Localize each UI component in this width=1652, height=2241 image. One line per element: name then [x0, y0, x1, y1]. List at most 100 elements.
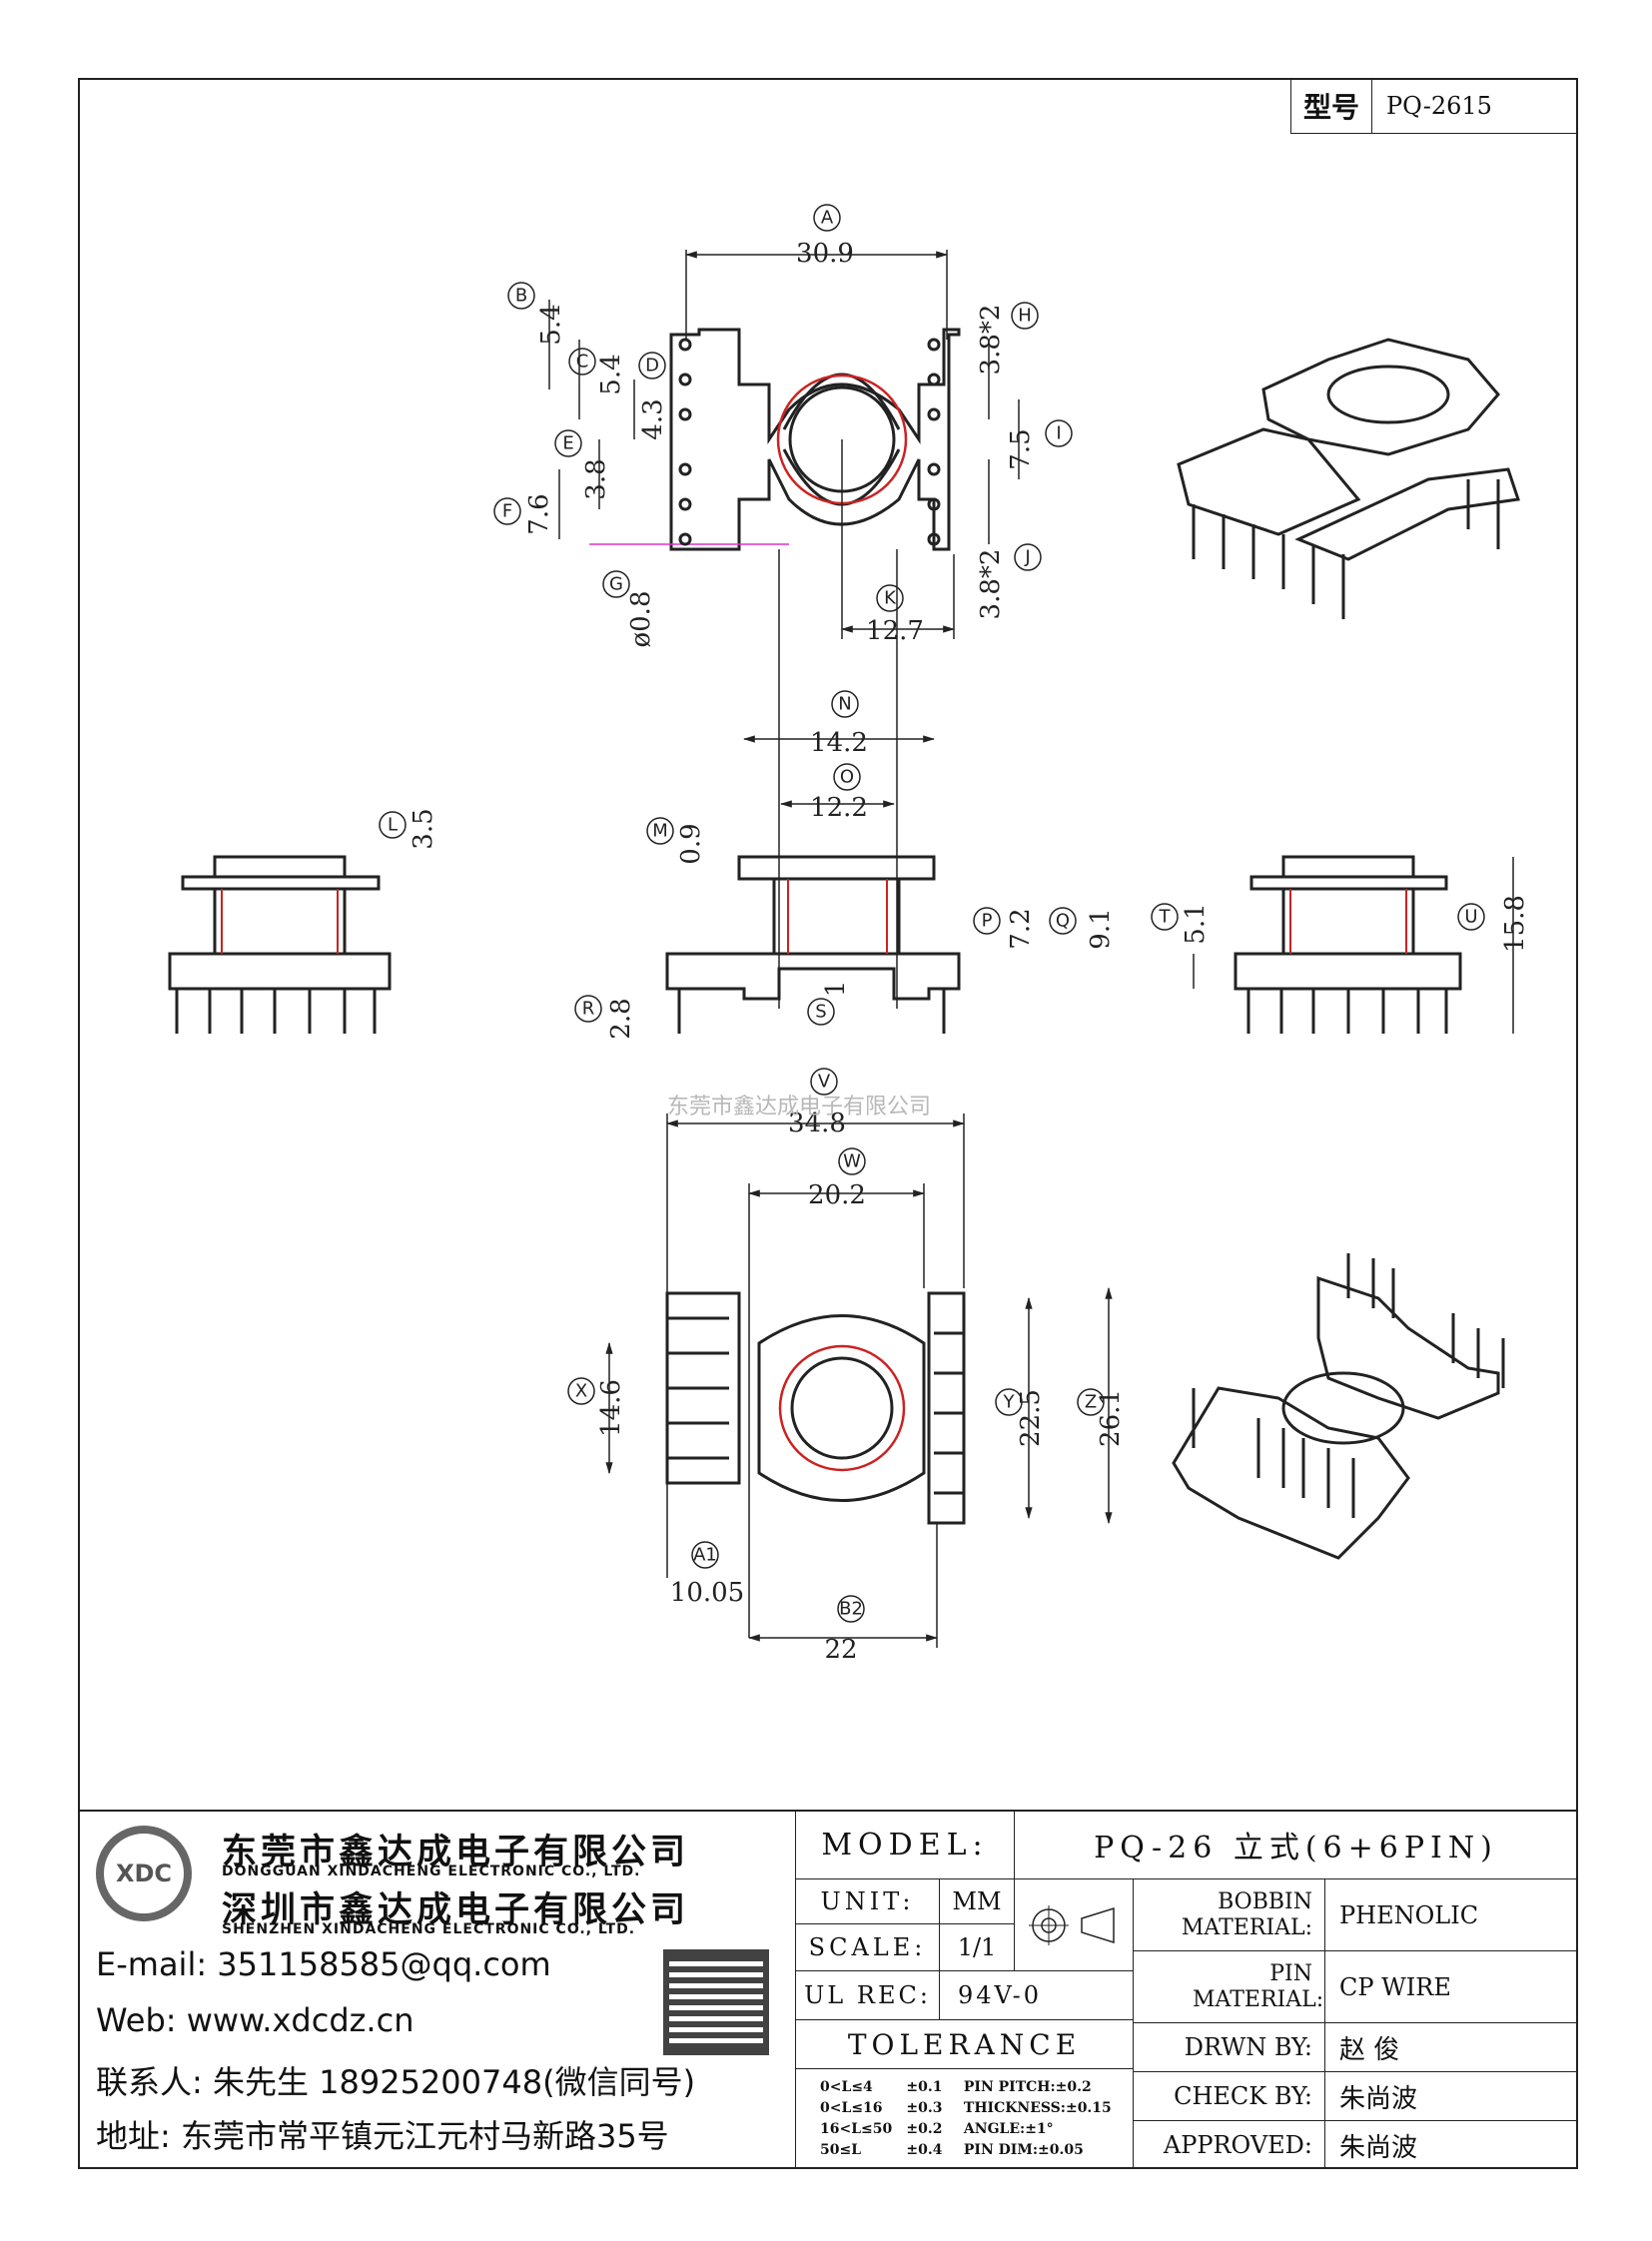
- svg-text:F: F: [502, 501, 512, 522]
- tolerance-range: 0<L≤16: [820, 2100, 883, 2116]
- svg-text:K: K: [884, 588, 897, 609]
- model-label-cell: MODEL:: [795, 1810, 1015, 1879]
- svg-text:S: S: [815, 1002, 826, 1023]
- company-name-cn-1: 东莞市鑫达成电子有限公司: [222, 1833, 690, 1872]
- dimension-value-j: 3.8*2: [976, 549, 1006, 620]
- model-box-value-text: PQ-2615: [1386, 91, 1492, 120]
- dimension-value-s: 1: [821, 981, 851, 998]
- dimension-value-w: 20.2: [808, 1180, 866, 1210]
- drawn-by-value-cell: 赵 俊: [1324, 2022, 1578, 2072]
- model-value: PQ-26 立式(6+6PIN): [1094, 1831, 1498, 1866]
- dimension-value-b2: 22: [824, 1635, 857, 1665]
- tolerance-row: 50≤L ±0.4 PIN DIM:±0.05: [820, 2140, 1127, 2161]
- dimension-value-e: 3.8: [581, 458, 611, 499]
- svg-text:O: O: [840, 767, 854, 788]
- scale-label-cell: SCALE:: [795, 1923, 940, 1971]
- model-box-value: PQ-2615: [1371, 78, 1578, 134]
- svg-text:D: D: [645, 356, 659, 376]
- dimension-value-x: 14.6: [596, 1379, 626, 1437]
- dimension-value-k: 12.7: [866, 616, 924, 646]
- approved-value-cell: 朱尚波: [1324, 2120, 1578, 2169]
- company-address: 地址: 东莞市常平镇元江元村马新路35号: [96, 2117, 669, 2155]
- dimension-value-v: 34.8: [788, 1109, 846, 1138]
- approved-label-cell: APPROVED:: [1133, 2120, 1325, 2169]
- svg-text:E: E: [562, 433, 573, 454]
- top-view-pins: [678, 338, 941, 546]
- company-email: E-mail: 351158585@qq.com: [96, 1945, 551, 1983]
- company-name-cn-2: 深圳市鑫达成电子有限公司: [222, 1890, 690, 1930]
- bobbin-material-value: PHENOLIC: [1339, 1900, 1479, 1929]
- dimension-value-c: 5.4: [596, 354, 626, 394]
- front-view: [665, 549, 961, 1034]
- dimension-value-i: 7.5: [1006, 428, 1036, 469]
- dimension-value-b: 5.4: [536, 304, 566, 345]
- tolerance-tol: ±0.4: [906, 2142, 943, 2158]
- top-view-outline: [669, 328, 961, 551]
- pin-material-label-cell: PIN MATERIAL:: [1133, 1950, 1325, 2023]
- dimension-value-n: 14.2: [810, 728, 868, 758]
- tolerance-spec: PIN DIM:±0.05: [963, 2142, 1084, 2158]
- dimension-value-h: 3.8*2: [976, 305, 1006, 375]
- svg-text:C: C: [576, 352, 589, 373]
- bobbin-material-label-cell: BOBBIN MATERIAL:: [1133, 1878, 1325, 1951]
- tolerance-label-cell: TOLERANCE: [795, 2019, 1134, 2069]
- iso-view-1: [1177, 338, 1520, 619]
- svg-text:Z: Z: [1085, 1392, 1097, 1413]
- ulrec-label: UL REC:: [804, 1981, 931, 2009]
- company-web: Web: www.xdcdz.cn: [96, 2001, 414, 2039]
- tolerance-spec: PIN PITCH:±0.2: [963, 2079, 1092, 2095]
- watermark: 东莞市鑫达成电子有限公司: [667, 1095, 932, 1120]
- model-box-label: 型号: [1290, 78, 1372, 134]
- svg-text:M: M: [652, 821, 668, 842]
- svg-text:W: W: [843, 1151, 861, 1172]
- tolerance-spec: ANGLE:±1°: [963, 2121, 1054, 2137]
- pin-material-label: PIN MATERIAL:: [1193, 1960, 1324, 2012]
- tolerance-spec: THICKNESS:±0.15: [963, 2100, 1112, 2116]
- company-logo-text: XDC: [115, 1860, 173, 1887]
- bobbin-material-label: BOBBIN MATERIAL:: [1181, 1888, 1312, 1940]
- tolerance-range: 16<L≤50: [820, 2121, 893, 2137]
- svg-text:A: A: [821, 208, 834, 229]
- dimension-value-a1: 10.05: [670, 1578, 744, 1608]
- projection-symbol-cell: [1014, 1878, 1134, 1971]
- svg-text:N: N: [838, 694, 851, 715]
- svg-text:R: R: [582, 999, 595, 1020]
- svg-text:T: T: [1159, 907, 1172, 928]
- side-view-left: [168, 855, 392, 1034]
- svg-text:A1: A1: [693, 1545, 717, 1566]
- svg-text:I: I: [1056, 423, 1061, 444]
- scale-label: SCALE:: [808, 1933, 927, 1961]
- pin-material-value: CP WIRE: [1339, 1972, 1451, 2001]
- tolerance-range: 50≤L: [820, 2142, 862, 2158]
- tolerance-range: 0<L≤4: [820, 2079, 873, 2095]
- svg-text:P: P: [982, 911, 993, 932]
- svg-text:B2: B2: [839, 1599, 863, 1620]
- title-block: [78, 1810, 1578, 2171]
- svg-text:X: X: [575, 1381, 587, 1402]
- tolerance-label: TOLERANCE: [847, 2027, 1082, 2061]
- projection-symbol-icon: [1029, 1904, 1115, 1945]
- dimension-value-f: 7.6: [524, 493, 554, 534]
- dimension-callouts: [379, 204, 1485, 1623]
- approved-label: APPROVED:: [1163, 2131, 1312, 2159]
- check-by-label-cell: CHECK BY:: [1133, 2071, 1325, 2121]
- bottom-view: [665, 1291, 966, 1525]
- drawn-by-label-cell: DRWN BY:: [1133, 2022, 1325, 2072]
- model-label: MODEL:: [821, 1827, 989, 1863]
- company-name-en-1: DONGGUAN XINDACHENG ELECTRONIC CO., LTD.: [222, 1864, 641, 1879]
- dimension-value-u: 15.8: [1500, 895, 1530, 953]
- drawn-by-label: DRWN BY:: [1184, 2033, 1312, 2061]
- pin-material-value-cell: CP WIRE: [1324, 1950, 1578, 2023]
- unit-label: UNIT:: [820, 1887, 915, 1915]
- tolerance-tol: ±0.1: [906, 2079, 943, 2095]
- scale-value: 1/1: [957, 1933, 997, 1961]
- svg-text:U: U: [1464, 907, 1477, 928]
- dimension-value-y: 22.5: [1016, 1389, 1046, 1447]
- company-logo: XDC: [96, 1826, 192, 1921]
- dimension-value-m: 0.9: [676, 823, 706, 864]
- svg-text:B: B: [515, 286, 527, 307]
